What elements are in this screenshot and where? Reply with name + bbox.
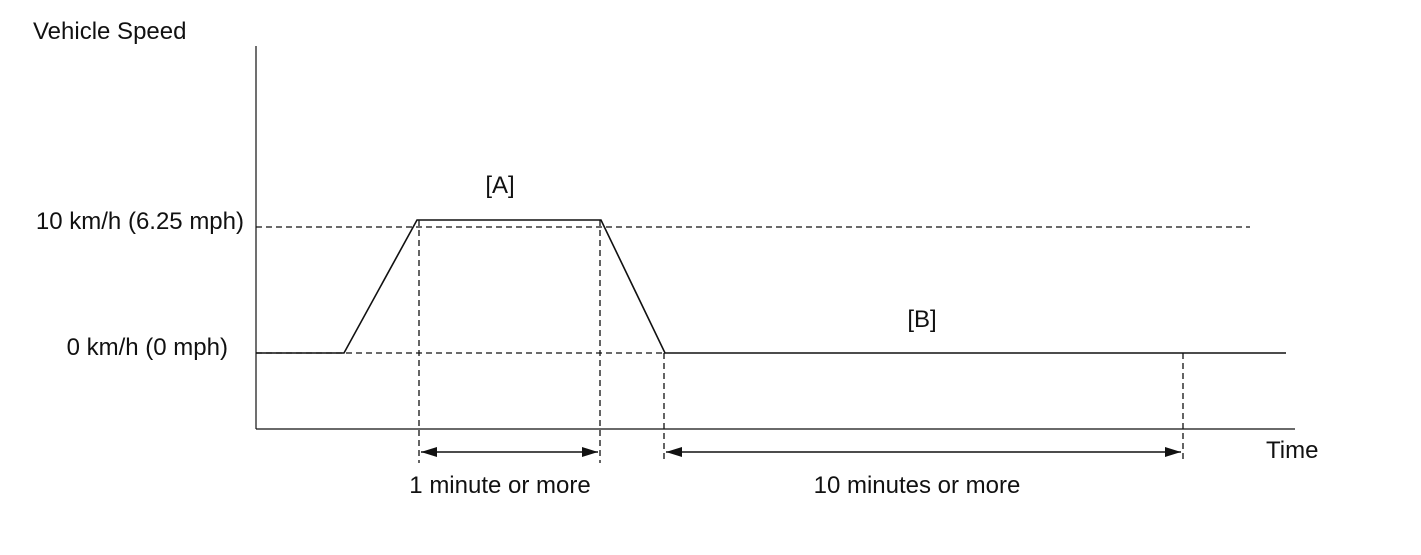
- duration-a-label: 1 minute or more: [409, 472, 590, 499]
- speed-profile-line: [256, 219, 1286, 354]
- speed-high-label: 10 km/h (6.25 mph): [36, 208, 244, 235]
- region-a-label: [A]: [485, 172, 514, 199]
- region-b-label: [B]: [907, 306, 936, 333]
- duration-b-arrowhead-left: [666, 447, 682, 457]
- duration-a-arrowhead-left: [421, 447, 437, 457]
- duration-b-arrowhead-right: [1165, 447, 1181, 457]
- duration-a-arrowhead-right: [582, 447, 598, 457]
- duration-b-label: 10 minutes or more: [814, 472, 1021, 499]
- speed-zero-label: 0 km/h (0 mph): [67, 334, 228, 361]
- y-axis-label: Vehicle Speed: [33, 18, 186, 45]
- x-axis-label: Time: [1266, 437, 1318, 464]
